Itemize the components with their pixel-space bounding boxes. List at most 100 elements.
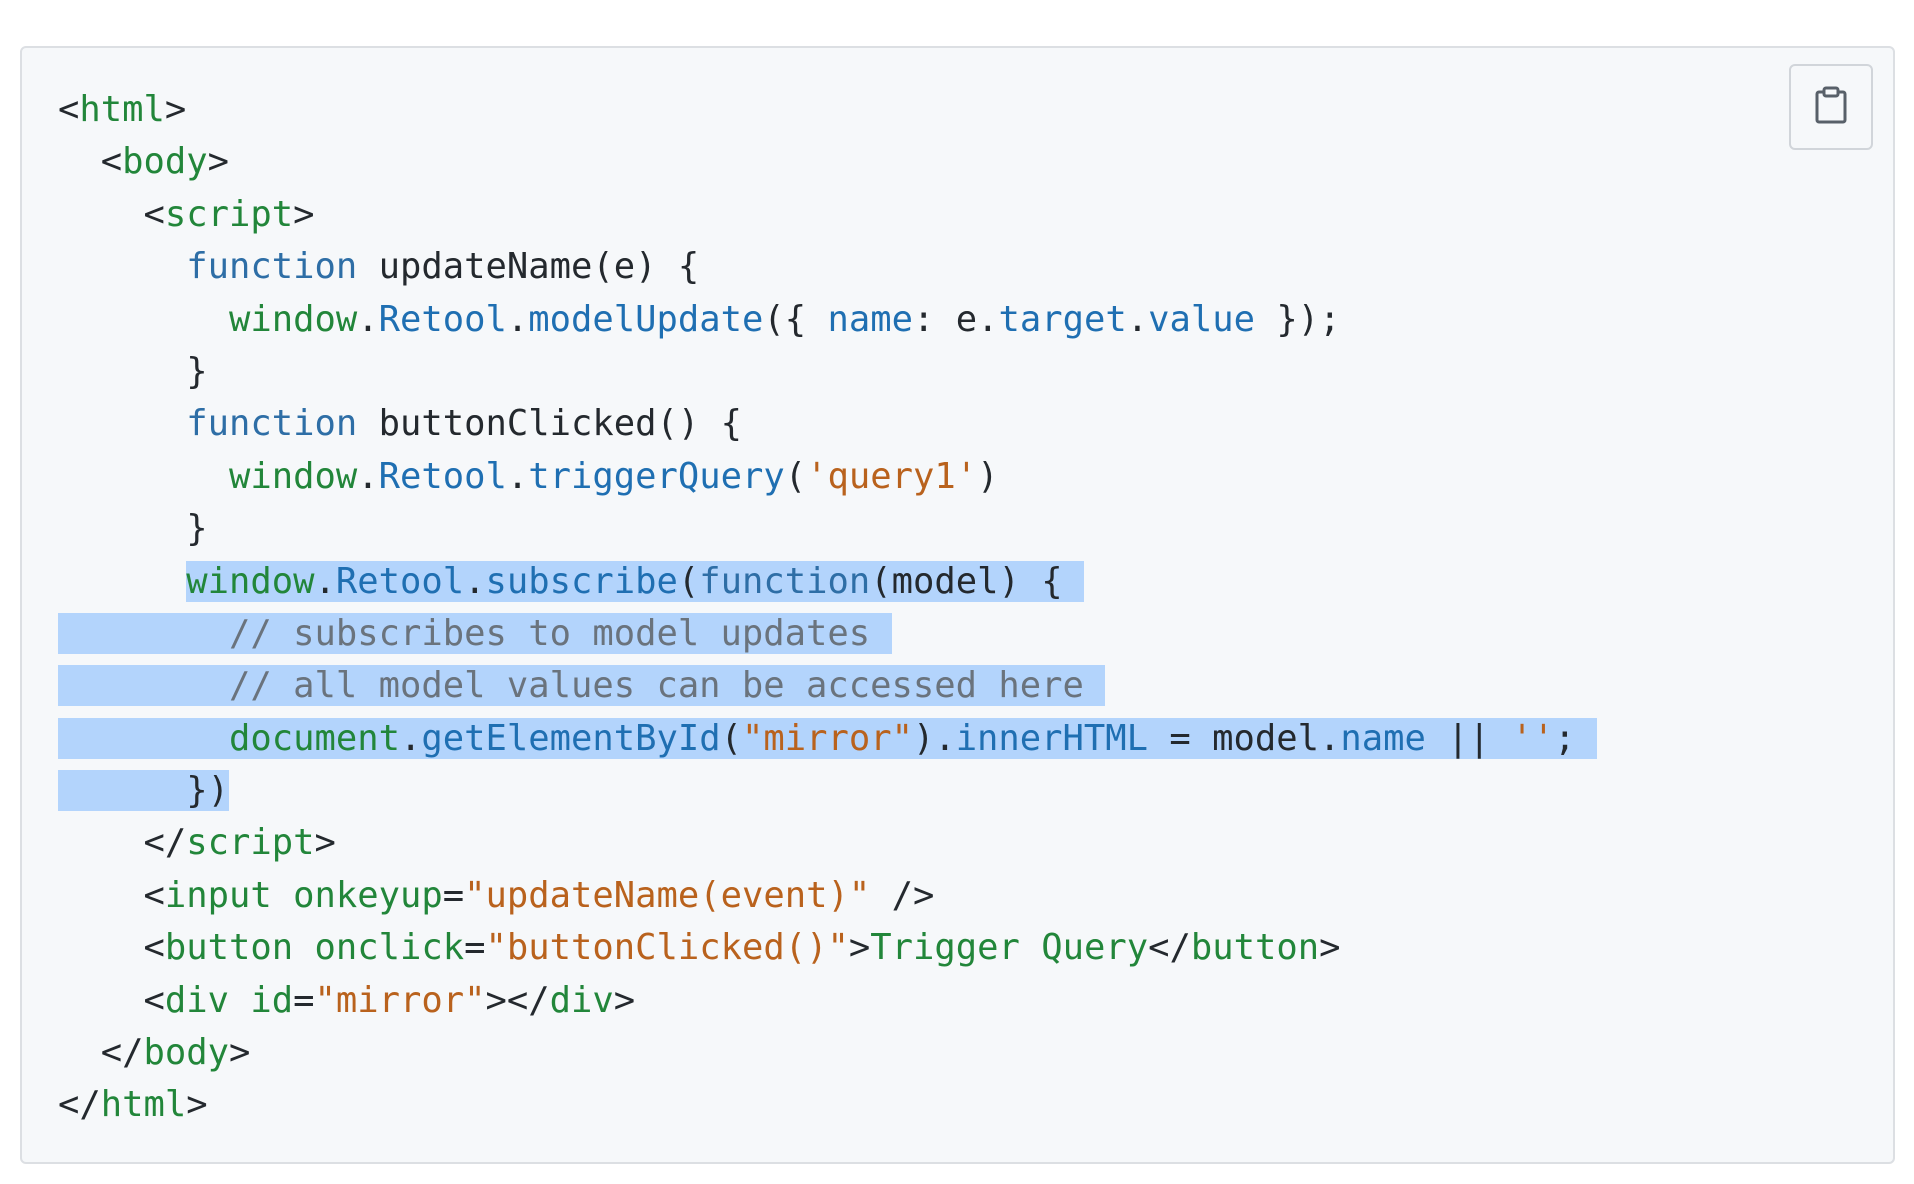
code-token: </ [58,1084,101,1126]
code-line: window.Retool.subscribe(function(model) … [58,556,1597,608]
code-token: > [207,141,229,183]
code-token: }); [1254,298,1341,340]
code-line: // all model values can be accessed here [58,660,1597,712]
code-token: document [228,717,400,759]
code-line: }) [58,765,1597,817]
code-token: // subscribes to model updates [228,612,892,654]
selected-text: window.Retool.subscribe(function(model) … [186,560,1084,602]
code-line: // subscribes to model updates [58,608,1597,660]
selected-text: // subscribes to model updates [58,612,892,654]
selected-text: // all model values can be accessed here [58,665,1106,707]
code-token: } [58,350,208,392]
code-token: = model. [1148,717,1341,759]
code-token: buttonClicked() { [357,403,742,445]
code-token: "mirror" [314,979,486,1021]
code-token: body [122,141,208,183]
code-token: triggerQuery [528,455,785,497]
code-token: name [1340,717,1426,759]
code-line: <body> [58,136,1597,188]
code-line: function updateName(e) { [58,241,1597,293]
code-token: onclick [314,927,465,969]
code-token [229,980,250,1021]
code-token: . [357,298,379,340]
code-token: ({ [763,298,828,340]
code-token: > [314,822,336,864]
code-token: ) [977,455,999,497]
code-token: = [442,874,465,916]
code-token: html [79,89,165,130]
code-token: "updateName(event)" [464,874,871,916]
code-token: : e. [912,298,999,340]
code-token: // all model values can be accessed here [228,665,1106,707]
code-token: . [1126,298,1149,340]
code-token: ; [1554,717,1597,759]
code-token [293,927,314,968]
code-token: id [250,979,294,1021]
code-line: <html> [58,84,1597,136]
code-token: . [314,560,336,602]
code-token [58,561,186,602]
code-token: Retool [378,298,507,340]
code-token: < [58,874,165,916]
code-token: modelUpdate [528,298,764,340]
code-content[interactable]: <html> <body> <script> function updateNa… [58,84,1597,1132]
code-token: div [164,979,229,1021]
clipboard-icon [1814,86,1848,129]
code-token [58,665,229,706]
code-token: . [464,560,486,602]
code-line: } [58,346,1597,398]
code-token: button [164,927,294,969]
code-token [58,613,229,654]
code-token: . [399,717,422,759]
code-token: input [164,874,272,916]
code-token: ( [784,455,807,497]
code-line: <div id="mirror"></div> [58,975,1597,1027]
code-token [58,246,186,287]
code-token: = [464,927,486,969]
code-token: = [293,979,315,1021]
code-token: window [228,455,358,497]
code-token [58,456,229,497]
code-token: '' [1511,717,1555,759]
code-line: </script> [58,817,1597,869]
code-token [58,718,229,759]
code-token: Retool [335,560,465,602]
code-token: subscribe [485,560,678,602]
code-token: div [549,979,614,1021]
code-token: body [143,1032,230,1074]
code-token: > [186,1084,208,1126]
code-token: . [506,455,529,497]
copy-button[interactable] [1789,64,1873,150]
code-token: } [58,508,208,550]
code-token: name [827,298,913,340]
code-token: ( [677,560,700,602]
code-token: function [699,560,871,602]
code-line: document.getElementById("mirror").innerH… [58,713,1597,765]
selected-text: }) [58,770,229,812]
code-token: > [1319,927,1341,969]
code-token: 'query1' [806,455,978,497]
code-token: ></ [485,979,550,1021]
code-line: window.Retool.modelUpdate({ name: e.targ… [58,294,1597,346]
code-token: script [186,822,315,864]
code-token [58,299,229,340]
code-token: > [613,979,636,1021]
code-token: > [848,927,871,969]
code-token: function [186,246,358,288]
code-token: onkeyup [293,874,443,916]
code-token: innerHTML [955,717,1149,759]
code-line: </body> [58,1027,1597,1079]
code-block: <html> <body> <script> function updateNa… [20,46,1895,1164]
code-line: } [58,503,1597,555]
code-token: < [58,89,80,130]
code-line: <input onkeyup="updateName(event)" /> [58,870,1597,922]
code-line: <button onclick="buttonClicked()">Trigge… [58,922,1597,974]
code-token: html [100,1084,187,1126]
code-token: function [186,403,358,445]
code-token [272,875,293,916]
code-token: Retool [378,455,507,497]
code-token: < [58,193,165,235]
code-line: </html> [58,1079,1597,1131]
code-token: > [229,1032,251,1074]
code-token [58,403,186,444]
